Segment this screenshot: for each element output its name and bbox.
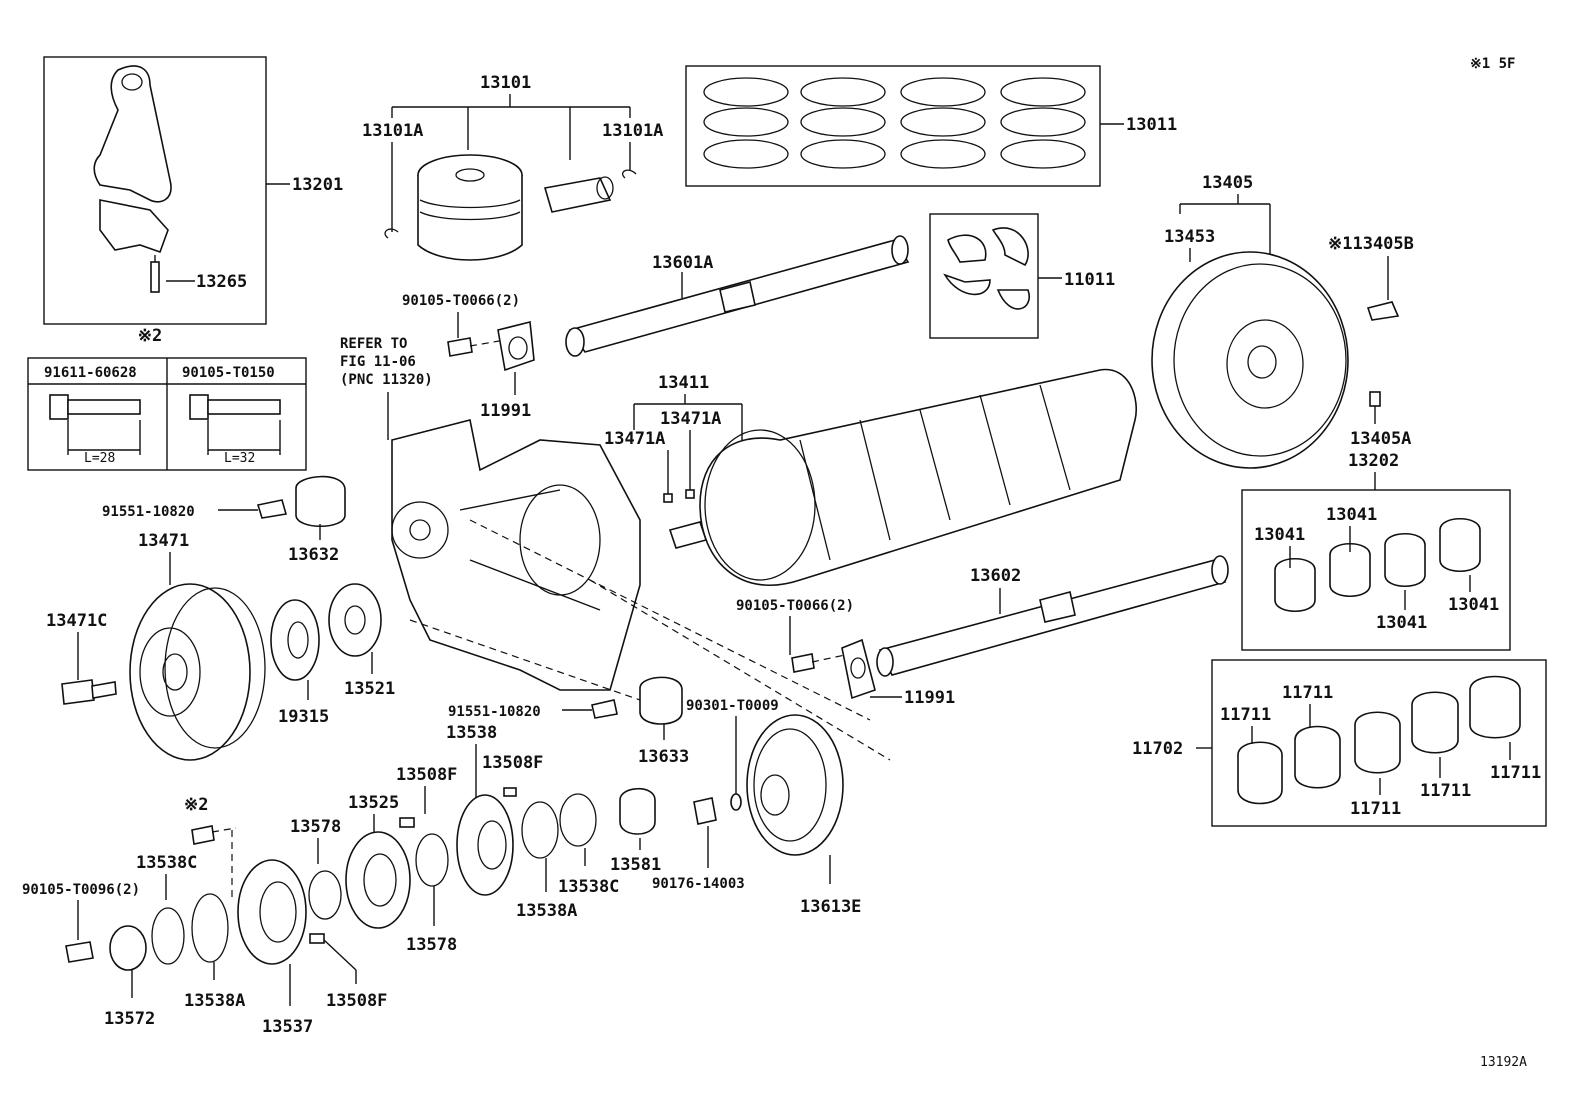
oil-pump-housing xyxy=(391,419,891,761)
label-13538A-b: 13538A xyxy=(184,991,245,1011)
label-13011: 13011 xyxy=(1126,115,1177,135)
conrod-box: 13201 13265 ※2 xyxy=(43,56,343,346)
upper-bolt-seal: 90105-T0066(2) 11991 xyxy=(402,293,535,421)
label-13201: 13201 xyxy=(292,175,343,195)
label-11711-a: 11711 xyxy=(1220,705,1271,725)
label-13525: 13525 xyxy=(348,793,399,813)
label-13538: 13538 xyxy=(446,723,497,743)
main-bearings-box: 13202 13041 13041 13041 13041 xyxy=(1241,451,1511,651)
label-11711-b: 11711 xyxy=(1282,683,1333,703)
label-90105-mid: 90105-T0066(2) xyxy=(736,598,854,614)
label-11011: 11011 xyxy=(1064,270,1115,290)
label-91551-bot: 91551-10820 xyxy=(448,704,541,720)
label-90176: 90176-14003 xyxy=(652,876,745,892)
front-left-parts: 91551-10820 13632 13471 13471C 19315 135… xyxy=(46,475,395,761)
label-13405A: 13405A xyxy=(1350,429,1411,449)
label-13411: 13411 xyxy=(658,373,709,393)
label-90105-T0096: 90105-T0096(2) xyxy=(22,882,140,898)
label-13041-c: 13041 xyxy=(1376,613,1427,633)
label-13581: 13581 xyxy=(610,855,661,875)
label-13521: 13521 xyxy=(344,679,395,699)
label-13613E: 13613E xyxy=(800,897,861,917)
plate-13572-shape xyxy=(109,925,147,971)
gear-13537-shape xyxy=(237,859,307,965)
refer-line2: FIG 11-06 xyxy=(340,354,416,370)
label-90301: 90301-T0009 xyxy=(686,698,779,714)
flywheel: 13405 13453 ※113405B 13405A xyxy=(1151,173,1414,469)
corner-code: ※1 5F xyxy=(1470,56,1515,72)
table-col2-length: L=32 xyxy=(224,451,255,466)
label-13602: 13602 xyxy=(970,566,1021,586)
label-13601A: 13601A xyxy=(652,253,713,273)
label-13538C-b: 13538C xyxy=(558,877,619,897)
label-13405: 13405 xyxy=(1202,173,1253,193)
label-13041-d: 13041 xyxy=(1448,595,1499,615)
figure-id: 13192A xyxy=(1480,1055,1527,1070)
label-13101A-left: 13101A xyxy=(362,121,423,141)
label-13101: 13101 xyxy=(480,73,531,93)
label-13537: 13537 xyxy=(262,1017,313,1037)
label-13471C: 13471C xyxy=(46,611,107,631)
table-col1-length: L=28 xyxy=(84,451,115,466)
label-13453: 13453 xyxy=(1164,227,1215,247)
refer-line1: REFER TO xyxy=(340,336,407,352)
crank-pulley-shape xyxy=(129,583,251,761)
gear-13525-shape xyxy=(345,831,411,929)
refer-line3: (PNC 11320) xyxy=(340,372,433,388)
piston-group: 13101 13101A 13101A xyxy=(362,73,663,261)
connecting-rod-shape xyxy=(93,65,172,203)
label-13508F-c: 13508F xyxy=(326,991,387,1011)
sprocket-19315-shape xyxy=(270,599,320,681)
label-13471: 13471 xyxy=(138,531,189,551)
label-13632: 13632 xyxy=(288,545,339,565)
gear-13538-shape xyxy=(456,794,514,896)
table-col2-part: 90105-T0150 xyxy=(182,365,275,381)
label-13101A-right: 13101A xyxy=(602,121,663,141)
piston-rings-box: 13011 xyxy=(685,65,1177,187)
label-13265: 13265 xyxy=(196,272,247,292)
label-13538A-a: 13538A xyxy=(516,901,577,921)
refer-note: REFER TO FIG 11-06 (PNC 11320) xyxy=(340,336,433,440)
crankshaft: 13411 13471A 13471A xyxy=(604,368,1137,586)
label-11711-c: 11711 xyxy=(1350,799,1401,819)
label-11711-e: 11711 xyxy=(1490,763,1541,783)
label-13405B: ※113405B xyxy=(1328,234,1414,254)
label-11702: 11702 xyxy=(1132,739,1183,759)
front-lower-parts: 91551-10820 13633 90301-T0009 13613E 901… xyxy=(22,676,861,1037)
label-11991-top: 11991 xyxy=(480,401,531,421)
label-11711-d: 11711 xyxy=(1420,781,1471,801)
label-13041-b: 13041 xyxy=(1326,505,1377,525)
label-90105-top: 90105-T0066(2) xyxy=(402,293,520,309)
label-13633: 13633 xyxy=(638,747,689,767)
label-13572: 13572 xyxy=(104,1009,155,1029)
label-13041-a: 13041 xyxy=(1254,525,1305,545)
label-13578-a: 13578 xyxy=(290,817,341,837)
bolt-length-table: 91611-60628 90105-T0150 L=28 L=32 xyxy=(27,357,307,471)
balance-shaft-lower: 13602 90105-T0066(2) 11991 xyxy=(736,555,1229,708)
label-13538C-a: 13538C xyxy=(136,853,197,873)
label-13508F-a: 13508F xyxy=(396,765,457,785)
crank-pulley-13613E-shape xyxy=(746,714,844,856)
label-19315: 19315 xyxy=(278,707,329,727)
label-13202: 13202 xyxy=(1348,451,1399,471)
label-13471A-a: 13471A xyxy=(604,429,665,449)
balance-shaft-upper: 13601A xyxy=(565,235,910,357)
rod-cap-shape xyxy=(99,199,169,254)
conrod-bearings-box: 11702 11711 11711 11711 11711 11711 xyxy=(1132,659,1547,827)
piston-pin-shape xyxy=(543,177,612,213)
label-11991-mid: 11991 xyxy=(904,688,955,708)
label-13471A-b: 13471A xyxy=(660,409,721,429)
label-note2-bottom: ※2 xyxy=(184,795,208,815)
note-2: ※2 xyxy=(138,326,162,346)
label-91551-top: 91551-10820 xyxy=(102,504,195,520)
table-col1-part: 91611-60628 xyxy=(44,365,137,381)
gear-13521-shape xyxy=(328,583,382,657)
label-13578-b: 13578 xyxy=(406,935,457,955)
label-13508F-b: 13508F xyxy=(482,753,543,773)
thrust-washer-box: 11011 xyxy=(929,213,1115,339)
